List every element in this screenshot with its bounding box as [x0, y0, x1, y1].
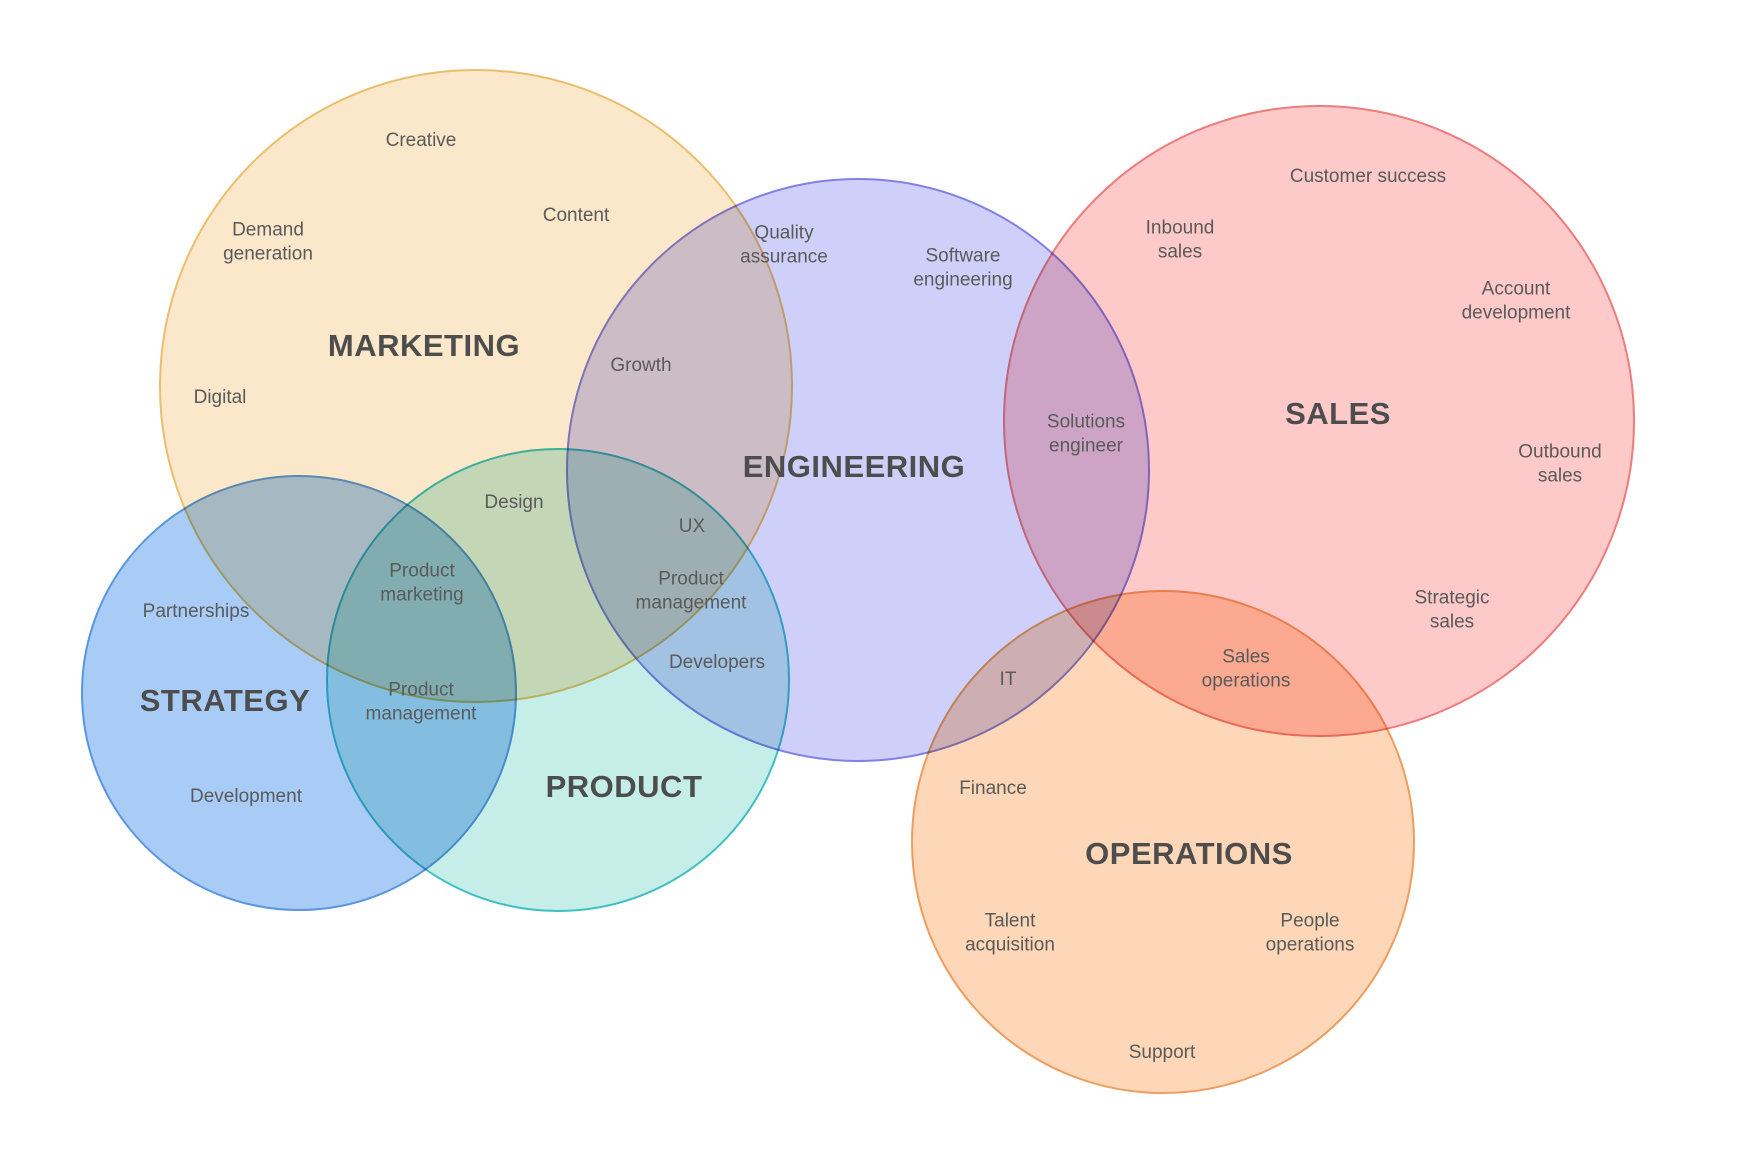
label-sales-operations: Sales operations [1201, 646, 1291, 692]
label-growth: Growth [610, 354, 672, 376]
marketing-title: MARKETING [327, 328, 521, 364]
operations-title: OPERATIONS [1085, 836, 1293, 872]
label-developers: Developers [668, 651, 766, 673]
label-outbound-sales: Outbound sales [1518, 441, 1602, 487]
label-software-engineering: Software engineering [913, 245, 1013, 291]
label-quality-assurance: Quality assurance [740, 222, 828, 268]
label-strategic-sales: Strategic sales [1414, 587, 1490, 633]
label-development: Development [190, 785, 302, 807]
label-product-management-engineering: Product management [635, 568, 747, 614]
label-content: Content [542, 204, 610, 226]
label-product-management-strategy: Product management [365, 679, 477, 725]
label-finance: Finance [959, 777, 1027, 799]
label-solutions-engineer: Solutions engineer [1046, 411, 1126, 457]
product-title: PRODUCT [545, 769, 703, 805]
label-design: Design [484, 491, 544, 513]
label-it: IT [999, 668, 1017, 690]
label-support: Support [1128, 1041, 1196, 1063]
label-inbound-sales: Inbound sales [1145, 217, 1215, 263]
label-partnerships: Partnerships [142, 600, 250, 622]
operations-circle [911, 590, 1415, 1094]
label-talent-acquisition: Talent acquisition [965, 910, 1055, 956]
label-account-development: Account development [1461, 278, 1571, 324]
engineering-title: ENGINEERING [742, 449, 966, 485]
label-people-operations: People operations [1265, 910, 1355, 956]
product-circle [326, 448, 790, 912]
sales-title: SALES [1285, 396, 1391, 432]
strategy-title: STRATEGY [139, 683, 311, 719]
label-product-marketing: Product marketing [380, 560, 464, 606]
label-creative: Creative [385, 129, 457, 151]
label-customer-success: Customer success [1289, 165, 1447, 187]
label-digital: Digital [193, 386, 247, 408]
label-demand-generation: Demand generation [223, 219, 313, 265]
label-ux: UX [678, 515, 706, 537]
